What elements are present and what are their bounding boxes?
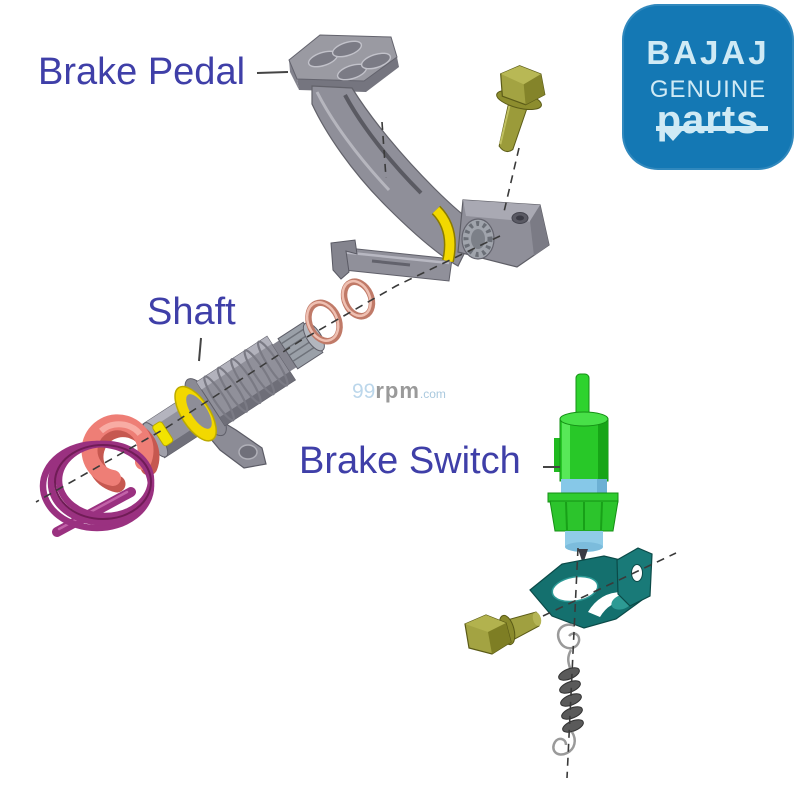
shaft-label: Shaft: [147, 291, 236, 333]
bracket-flange-hole: [631, 564, 643, 582]
pedal-pad: [288, 34, 398, 82]
pedal-hook: [330, 239, 358, 280]
watermark-99: 99: [352, 380, 376, 403]
watermark-dotcom: .com: [419, 387, 446, 401]
pedal-arm: [311, 85, 479, 267]
switch-bracket-illustration: [529, 547, 653, 629]
upper-bolt-axis-line: [502, 147, 520, 217]
logo-down-arrow-icon: [664, 131, 682, 141]
brake-pedal-label: Brake Pedal: [38, 51, 246, 93]
lower-bolt-illustration: [464, 611, 542, 655]
shaft-end-slot: [152, 421, 174, 447]
shaft-illustration: [142, 321, 325, 469]
switch-axis-line: [566, 547, 579, 779]
lower-bolt-axis-line: [542, 552, 677, 617]
spring-bottom-hook: [552, 731, 576, 756]
shaft-arm-hole: [238, 444, 258, 460]
brake-pedal-connector: [256, 71, 289, 74]
logo-brand-text: BAJAJ: [646, 34, 770, 71]
hub-yellow-band: [432, 206, 455, 262]
watermark-rpm: rpm: [375, 378, 420, 403]
logo-genuine-text: GENUINE: [649, 76, 767, 103]
main-axis-line: [35, 235, 501, 503]
extension-spring-illustration: [552, 623, 584, 756]
torsion-spring-illustration: [39, 440, 155, 537]
brake-pedal-illustration: [288, 34, 550, 282]
label-connectors: [198, 71, 560, 468]
upper-bolt-illustration: [496, 65, 546, 153]
arm-tick-line: [381, 121, 387, 179]
logo-underline: [656, 126, 768, 141]
watermark: 99rpm.com: [352, 378, 446, 403]
brake-switch-label: Brake Switch: [299, 440, 521, 482]
bajaj-genuine-parts-logo: BAJAJ GENUINE parts: [622, 4, 794, 170]
brake-switch-illustration: [547, 373, 619, 564]
o-ring-1: [340, 278, 376, 320]
o-ring-2: [305, 299, 343, 345]
o-ring-washers: [305, 278, 376, 345]
pedal-pad-treads: [307, 40, 392, 81]
shaft-connector: [198, 337, 202, 362]
logo-parts-text: parts: [656, 98, 760, 142]
switch-terminal-pin: [578, 549, 588, 564]
assembly-axis-lines: [35, 121, 677, 779]
spring-top-hook: [556, 623, 581, 650]
spring-coil: [558, 667, 584, 733]
